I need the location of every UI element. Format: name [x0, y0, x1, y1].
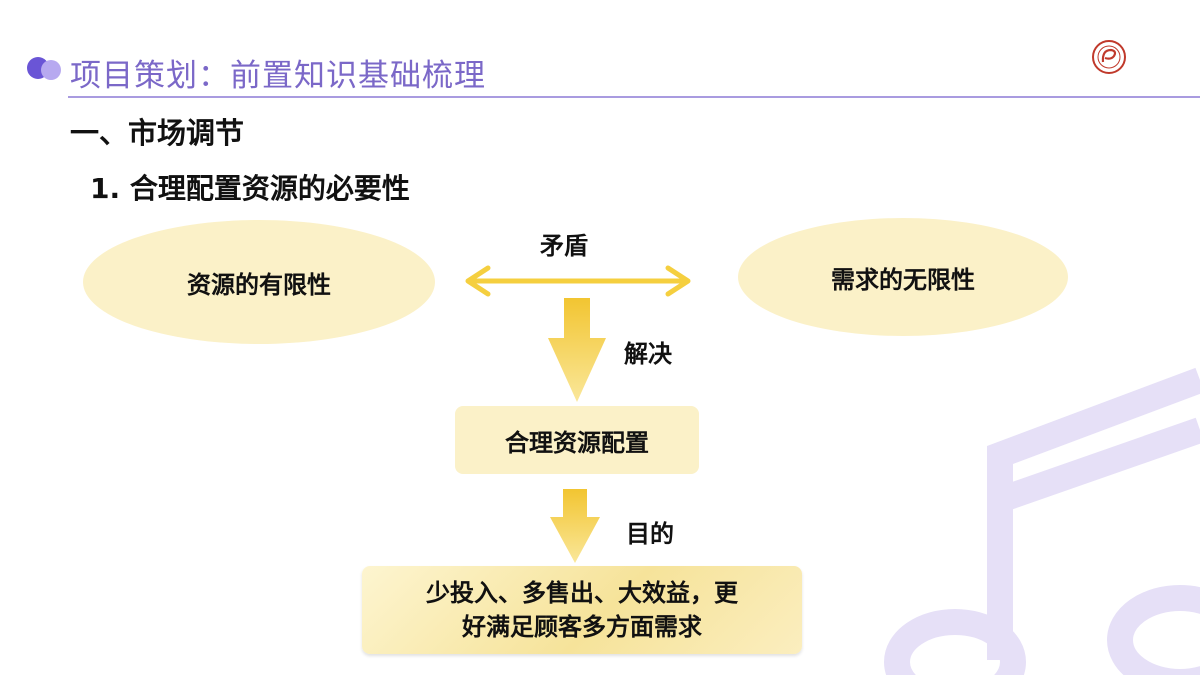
goal-label: 目的 [626, 520, 674, 548]
header-divider [68, 96, 1200, 98]
solve-label: 解决 [624, 340, 672, 368]
node-goal-line2: 好满足顾客多方面需求 [462, 613, 702, 641]
node-limited-resources: 资源的有限性 [83, 220, 435, 344]
node-resource-allocation-label: 合理资源配置 [505, 428, 649, 457]
down-arrow-icon [548, 298, 606, 402]
down-arrow-icon [550, 489, 600, 563]
node-goal: 少投入、多售出、大效益，更 好满足顾客多方面需求 [362, 566, 802, 654]
section-heading: 一、市场调节 [70, 116, 245, 150]
page-title: 项目策划：前置知识基础梳理 [70, 58, 486, 94]
relation-label: 矛盾 [540, 232, 588, 260]
node-unlimited-demand: 需求的无限性 [738, 218, 1068, 336]
node-unlimited-demand-label: 需求的无限性 [831, 265, 975, 294]
node-limited-resources-label: 资源的有限性 [187, 270, 331, 299]
school-seal-logo-icon [1092, 40, 1126, 74]
section-subheading: 1. 合理配置资源的必要性 [90, 172, 410, 205]
double-arrow-icon [465, 265, 691, 297]
node-goal-line1: 少投入、多售出、大效益，更 [426, 579, 738, 607]
header-bullet-dot-light [41, 60, 61, 80]
node-resource-allocation: 合理资源配置 [455, 406, 699, 474]
